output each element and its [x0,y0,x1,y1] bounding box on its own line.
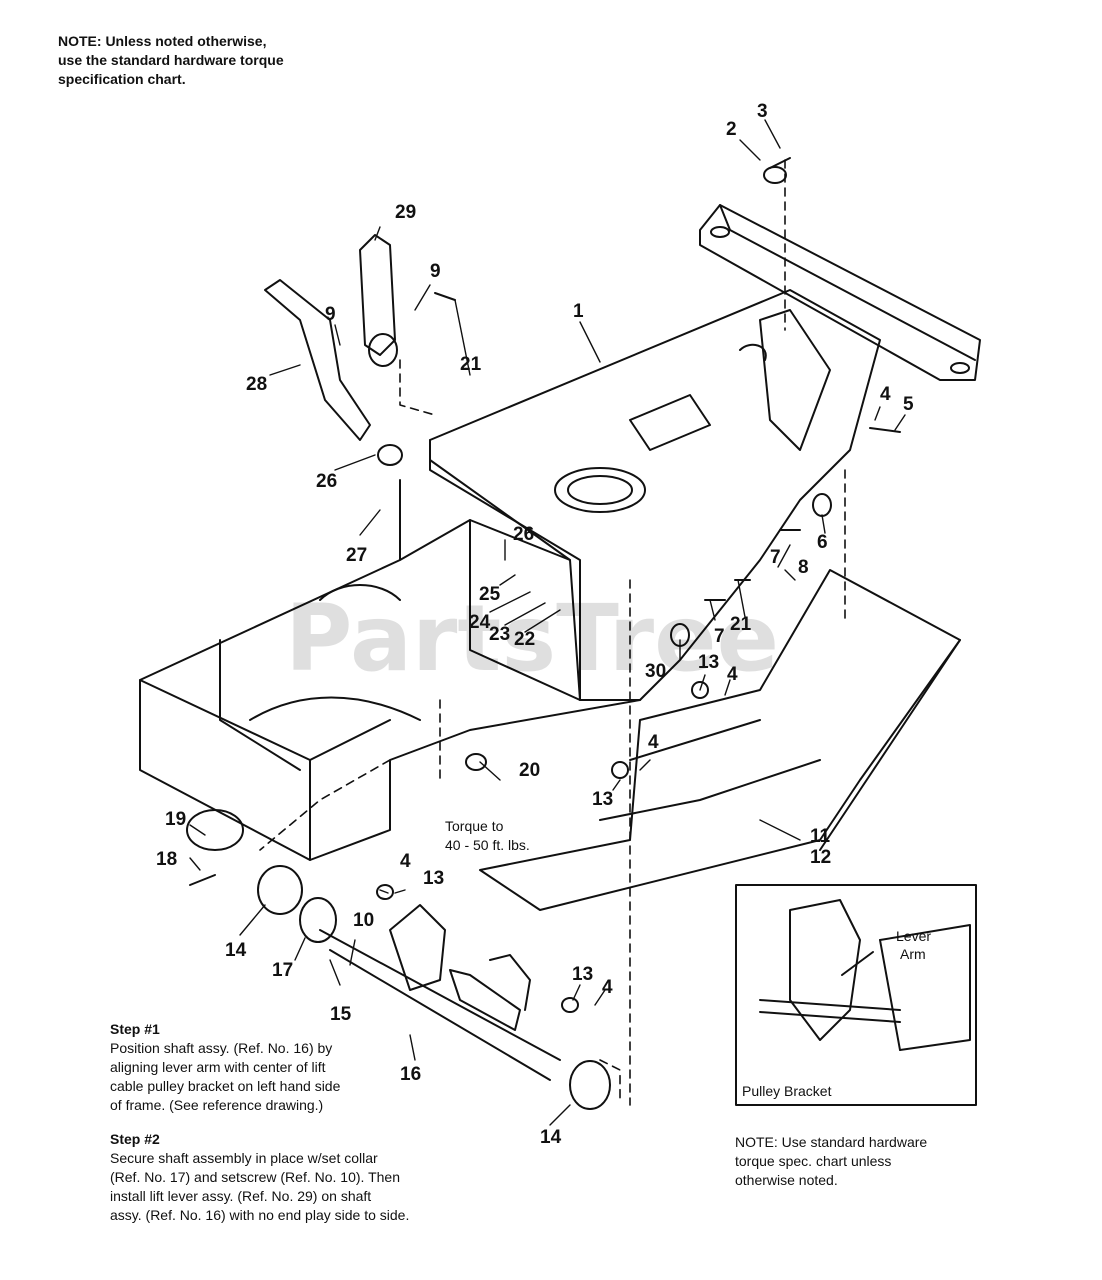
callout-14: 14 [540,1127,562,1148]
top-note-line-1: NOTE: Unless noted otherwise, [58,33,267,49]
step-2-title: Step #2 [110,1131,160,1147]
callout-15: 15 [330,1004,352,1025]
step-1-line-2: aligning lever arm with center of lift [110,1059,326,1075]
footrest-plate [479,569,961,911]
assembly-lines [259,159,846,1106]
bottom-note: NOTE: Use standard hardware torque spec.… [735,1133,975,1190]
step-2-line-3: install lift lever assy. (Ref. No. 29) o… [110,1188,372,1204]
callout-30: 30 [645,661,666,682]
callout-7: 7 [714,626,725,647]
step-1-instructions: Step #1 Position shaft assy. (Ref. No. 1… [110,1020,480,1115]
callout-14: 14 [225,940,247,961]
callout-26: 26 [513,524,534,545]
callout-16: 16 [400,1064,421,1085]
callout-2: 2 [726,119,737,140]
callout-10: 10 [353,910,374,931]
callout-28: 28 [246,374,267,395]
torque-note-line-2: 40 - 50 ft. lbs. [445,837,530,853]
callout-19: 19 [165,809,186,830]
main-frame [139,289,881,861]
inset-label-lever: Lever [896,928,931,944]
callout-3: 3 [757,101,768,122]
top-note-line-2: use the standard hardware torque [58,52,284,68]
callout-4: 4 [602,977,613,998]
callout-leaders [189,119,906,1126]
callout-13: 13 [592,789,613,810]
step-1-line-1: Position shaft assy. (Ref. No. 16) by [110,1040,333,1056]
inset-label-arm: Arm [900,946,926,962]
callout-22: 22 [514,629,535,650]
bottom-note-line-1: NOTE: Use standard hardware [735,1134,928,1150]
watermark: PartsTree [285,585,779,692]
callout-13: 13 [698,652,719,673]
callout-11: 11 [810,826,831,847]
callout-4: 4 [400,851,411,872]
callout-1: 1 [573,301,584,322]
callout-24: 24 [469,612,491,633]
callout-5: 5 [903,394,914,415]
top-note: NOTE: Unless noted otherwise, use the st… [58,32,358,89]
callout-9: 9 [325,304,336,325]
callout-12: 12 [810,847,831,868]
step-1-line-4: of frame. (See reference drawing.) [110,1097,324,1113]
callout-7: 7 [770,547,781,568]
callout-18: 18 [156,849,177,870]
callout-21: 21 [730,614,752,635]
callout-13: 13 [572,964,593,985]
callout-13: 13 [423,868,444,889]
callout-4: 4 [880,384,891,405]
step-2-instructions: Step #2 Secure shaft assembly in place w… [110,1130,480,1225]
callout-8: 8 [798,557,809,578]
callout-21: 21 [460,354,482,375]
inset-label-pulley-bracket: Pulley Bracket [742,1083,832,1099]
top-note-line-3: specification chart. [58,71,186,87]
callout-6: 6 [817,532,828,553]
reference-inset [735,884,977,1106]
step-2-line-2: (Ref. No. 17) and setscrew (Ref. No. 10)… [110,1169,400,1185]
callout-23: 23 [489,624,510,645]
step-1-line-3: cable pulley bracket on left hand side [110,1078,341,1094]
callout-4: 4 [727,664,738,685]
shaft-assembly [186,809,611,1110]
callout-4: 4 [648,732,659,753]
callout-20: 20 [519,760,540,781]
step-2-line-4: assy. (Ref. No. 16) with no end play sid… [110,1207,410,1223]
step-1-title: Step #1 [110,1021,160,1037]
bottom-note-line-3: otherwise noted. [735,1172,838,1188]
callout-9: 9 [430,261,441,282]
lift-lever-assembly [264,234,403,466]
callout-26: 26 [316,471,337,492]
step-2-line-1: Secure shaft assembly in place w/set col… [110,1150,378,1166]
callout-29: 29 [395,202,416,223]
rear-crossbar [699,204,981,381]
callout-27: 27 [346,545,367,566]
callout-25: 25 [479,584,501,605]
bottom-note-line-2: torque spec. chart unless [735,1153,892,1169]
torque-note-line-1: Torque to [445,818,504,834]
callout-17: 17 [272,960,293,981]
